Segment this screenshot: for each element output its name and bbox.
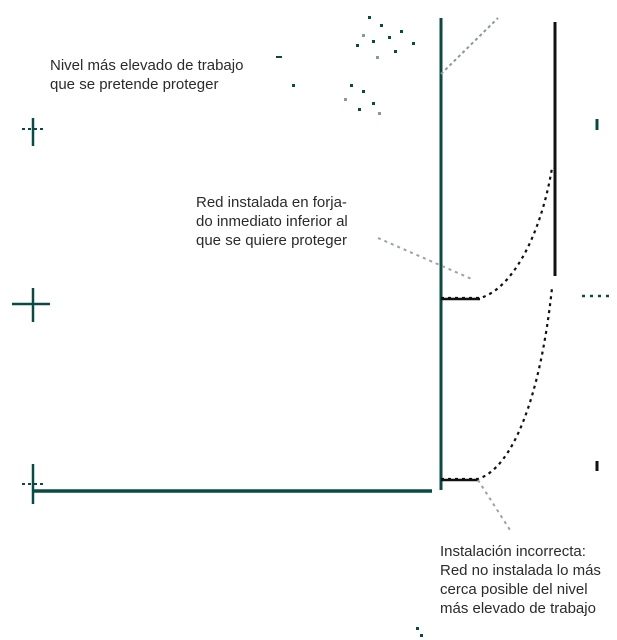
top-level-diagonal (440, 17, 499, 75)
top-scatter-marks (276, 16, 415, 115)
incorrect-net-curve (441, 287, 554, 481)
installed-net-leader (377, 237, 475, 281)
bottom-stray-marks (416, 627, 423, 637)
incorrect-installation-label: Instalación incorrecta: Red no instalada… (440, 542, 601, 618)
installed-net-label-line-2: do inmediato inferior al (196, 213, 348, 230)
incorrect-installation-label-line-1: Instalación incorrecta: (440, 543, 586, 560)
incorrect-installation-label-line-4: más elevado de trabajo (440, 600, 596, 617)
installed-net-label-line-1: Red instalada en forja- (196, 194, 347, 211)
top-level-label-line-2: que se pretende proteger (50, 76, 219, 93)
installed-net-label-line-3: que se quiere proteger (196, 232, 347, 249)
top-level-label: Nivel más elevado de trabajo que se pret… (50, 56, 243, 94)
incorrect-net-leader (477, 479, 511, 531)
installed-net-label: Red instalada en forja- do inmediato inf… (196, 193, 348, 250)
incorrect-installation-label-line-2: Red no instalada lo más (440, 562, 601, 579)
top-level-label-line-1: Nivel más elevado de trabajo (50, 57, 244, 74)
left-level-marks (12, 118, 50, 504)
installed-net-curve (441, 167, 554, 300)
incorrect-installation-label-line-3: cerca posible del nivel (440, 581, 588, 598)
right-side-marks (582, 119, 612, 471)
